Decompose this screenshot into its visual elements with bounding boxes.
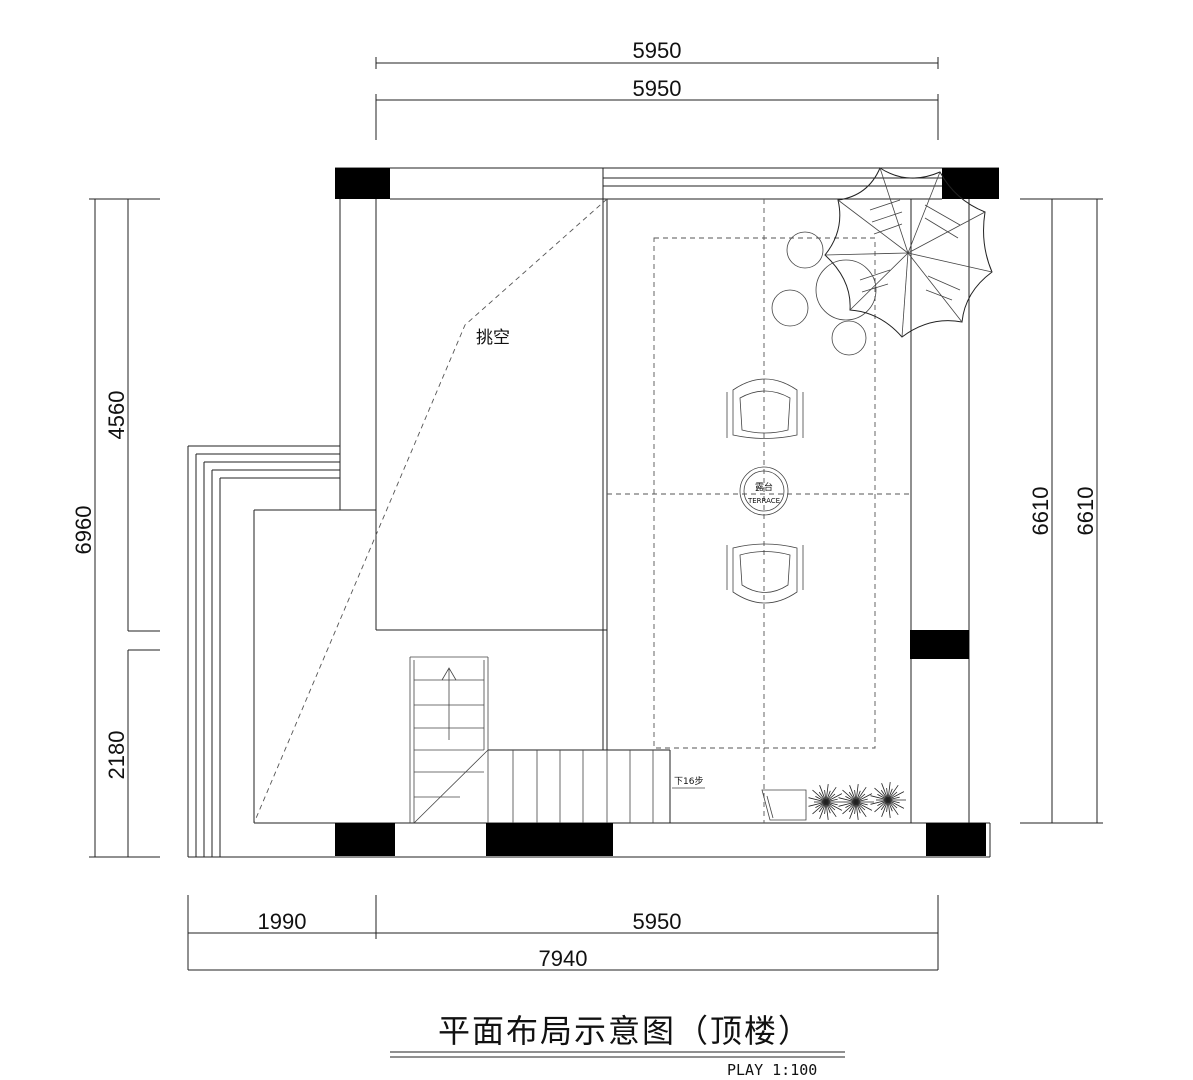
armchair-top-icon bbox=[726, 378, 804, 439]
drawing-scale: PLAY 1:100 bbox=[727, 1061, 817, 1079]
dim-bottom-left: 1990 bbox=[258, 909, 307, 934]
umbrella-icon bbox=[824, 167, 993, 338]
walls bbox=[187, 167, 999, 858]
terrace-emblem: 露台 TERRACE bbox=[739, 466, 789, 516]
planter-box-icon bbox=[761, 789, 807, 821]
terrace-label-en: TERRACE bbox=[747, 497, 780, 505]
stairs-down-label: 下16步 bbox=[674, 776, 703, 787]
armchair-bottom-icon bbox=[726, 543, 804, 604]
dim-right-inner: 6610 bbox=[1028, 487, 1053, 536]
dim-left-upper: 4560 bbox=[104, 391, 129, 440]
dim-left-lower: 2180 bbox=[104, 731, 129, 780]
dim-bottom-total: 7940 bbox=[539, 946, 588, 971]
dim-top-inner: 5950 bbox=[633, 76, 682, 101]
dim-top-outer: 5950 bbox=[633, 38, 682, 63]
dim-left-outer: 6960 bbox=[71, 506, 96, 555]
columns bbox=[335, 168, 999, 856]
drawing-title-block: 平面布局示意图（顶楼） PLAY 1:100 bbox=[390, 1012, 845, 1079]
right-dimensions: 6610 6610 bbox=[1020, 198, 1103, 824]
patio-table-icon bbox=[771, 231, 877, 356]
left-dimensions: 6960 4560 2180 bbox=[71, 198, 160, 858]
dim-bottom-right: 5950 bbox=[633, 909, 682, 934]
plants-icon bbox=[808, 782, 906, 820]
void-outline: 挑空 bbox=[253, 198, 608, 824]
terrace-layout bbox=[607, 199, 911, 823]
dim-right-outer: 6610 bbox=[1073, 487, 1098, 536]
staircase: 下16步 bbox=[409, 656, 705, 824]
bottom-dimensions: 1990 5950 7940 bbox=[187, 895, 939, 971]
top-dimensions: 5950 5950 bbox=[375, 38, 939, 140]
drawing-title: 平面布局示意图（顶楼） bbox=[438, 1012, 812, 1050]
terrace-label-cn: 露台 bbox=[755, 481, 773, 493]
void-label: 挑空 bbox=[476, 328, 510, 348]
